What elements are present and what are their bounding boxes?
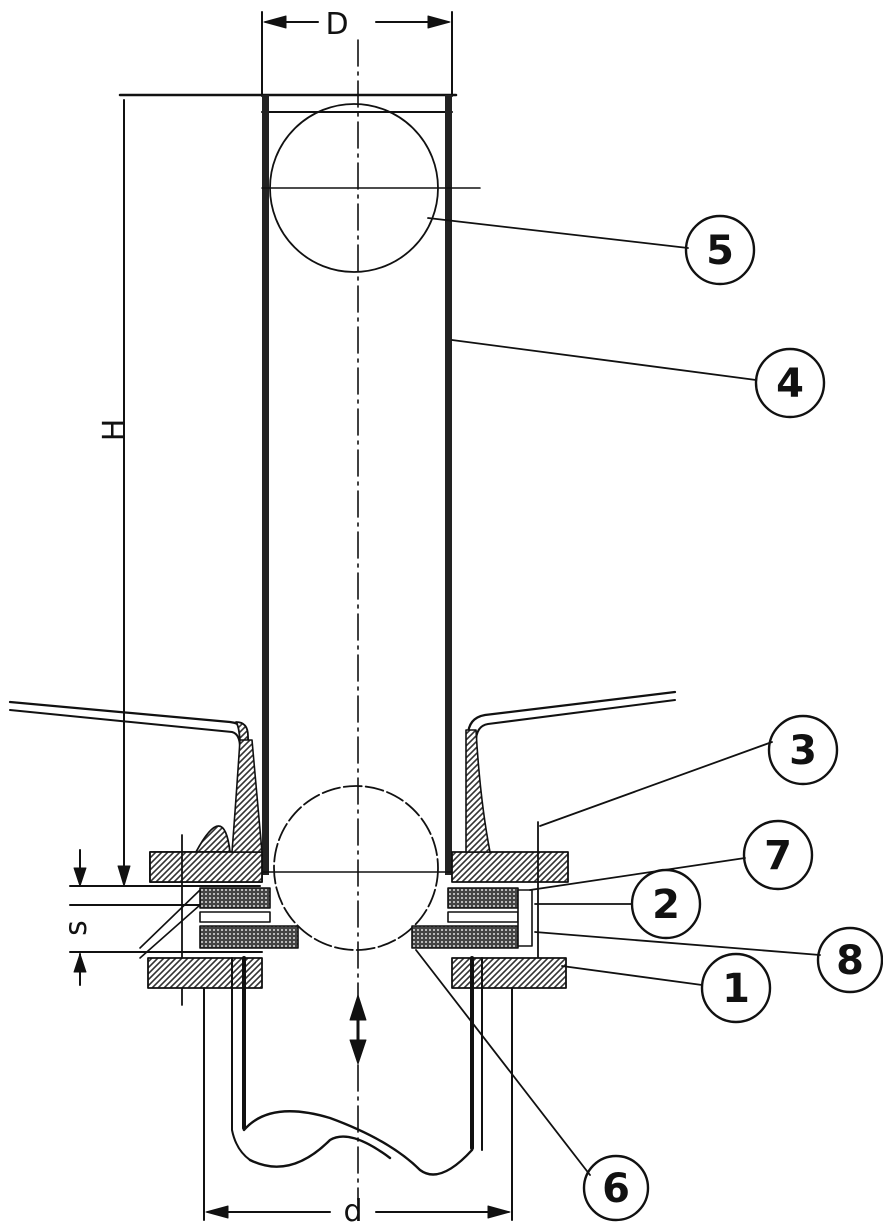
- h-arrow-bottom: [117, 865, 131, 887]
- callout-4-circle: [754, 347, 826, 419]
- callout-7-label: 7: [764, 833, 792, 879]
- pipe-break-curl: [242, 1110, 474, 1176]
- leader-8: [534, 931, 821, 956]
- s-arrow-top: [73, 867, 87, 887]
- leader-1: [561, 965, 703, 986]
- seal-stack-left-mid: [199, 911, 271, 923]
- callout-4-label: 4: [776, 361, 804, 407]
- leader-6: [415, 949, 591, 1176]
- callout-6-circle: [582, 1154, 650, 1222]
- tank-floor-right: [466, 690, 677, 852]
- d-lower-arrow-right: [487, 1205, 511, 1219]
- callout-2-circle: [630, 868, 702, 940]
- callout-1-circle: [700, 952, 772, 1024]
- dimension-d-label: D: [325, 7, 348, 42]
- tube-wall-left: [262, 95, 269, 875]
- dimension-h-label: H: [97, 419, 132, 442]
- lower-ball: [273, 785, 439, 951]
- s-leader-a: [139, 889, 201, 949]
- callout-1-label: 1: [722, 966, 750, 1012]
- callout-2-label: 2: [652, 882, 680, 928]
- callout-8-circle: [816, 926, 883, 994]
- upper-flange-right-neck: [465, 729, 491, 853]
- leader-3: [539, 741, 773, 827]
- dimension-s-label: s: [59, 920, 94, 936]
- callout-6-label: 6: [602, 1166, 630, 1212]
- stroke-arrow-up: [349, 994, 367, 1021]
- upper-flange-left-plate: [149, 851, 263, 883]
- s-arrow-bottom: [73, 953, 87, 973]
- callout-5-label: 5: [706, 228, 734, 274]
- tank-floor-right-inner: [475, 699, 676, 851]
- bolt-column: [517, 889, 533, 947]
- seal-stack-left-top: [199, 887, 271, 909]
- callout-3-circle: [767, 714, 839, 786]
- s-leader-b: [139, 904, 201, 959]
- d-arrow-right: [427, 15, 451, 29]
- callout-5-circle: [684, 214, 756, 286]
- callout-8-label: 8: [836, 938, 864, 984]
- seal-stack-right-bot: [411, 925, 519, 949]
- d-lower-arrow-left: [205, 1205, 229, 1219]
- dimension-lower-d-label: d: [343, 1194, 362, 1223]
- lower-pipe-left-wall: [231, 957, 251, 1161]
- leader-4: [451, 339, 757, 381]
- callout-7-circle: [742, 819, 814, 891]
- tube-wall-right: [445, 95, 452, 875]
- stroke-arrow-down: [349, 1039, 367, 1065]
- seal-stack-left-bot: [199, 925, 299, 949]
- seal-stack-right-mid: [447, 911, 519, 923]
- callout-3-label: 3: [789, 728, 817, 774]
- upper-flange-right-plate: [451, 851, 569, 883]
- lower-flange-right-plate: [451, 957, 567, 989]
- seal-stack-right-top: [447, 887, 519, 909]
- leader-5: [427, 217, 689, 249]
- d-arrow-left: [263, 15, 287, 29]
- leader-7: [529, 857, 746, 891]
- upper-flange-left-neck: [231, 739, 263, 853]
